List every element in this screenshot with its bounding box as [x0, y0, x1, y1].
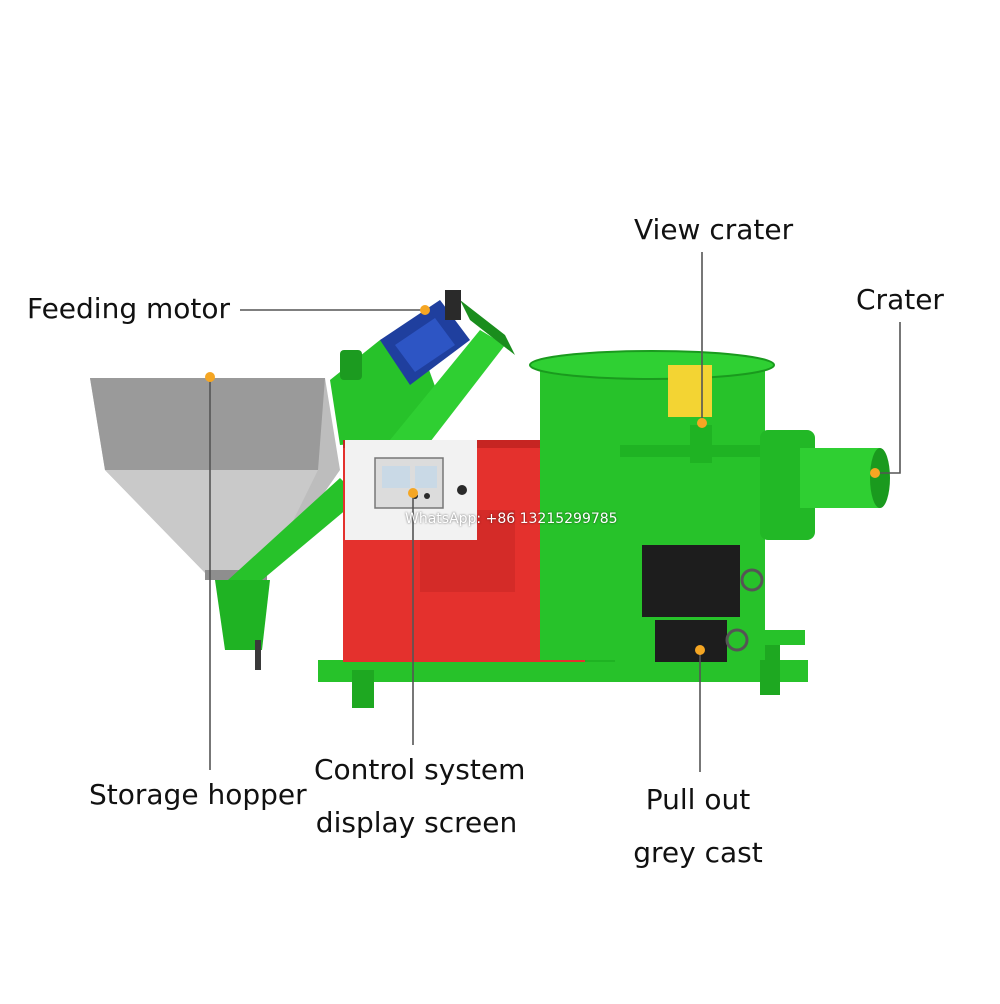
label-pull-out-line1: Pull out	[645, 783, 751, 816]
label-pull-out-line2: grey cast	[633, 836, 763, 869]
marker-feeding-motor	[420, 305, 430, 315]
feeding-motor-part	[380, 290, 470, 385]
label-control-line1: Control system	[314, 753, 526, 786]
view-crater-nozzle	[690, 425, 712, 463]
marker-crater	[870, 468, 880, 478]
label-feeding-motor: Feeding motor	[27, 292, 231, 325]
watermark: WhatsApp: +86 13215299785	[405, 511, 618, 527]
marker-view-crater	[697, 418, 707, 428]
crater-outlet	[760, 430, 890, 540]
base-frame	[318, 630, 808, 708]
label-control-line2: display screen	[315, 806, 518, 839]
label-control-system: Control system display screen	[314, 753, 526, 839]
lower-screw-feeder	[215, 478, 360, 670]
marker-storage-hopper	[205, 372, 215, 382]
label-pull-out: Pull out grey cast	[628, 786, 768, 867]
storage-hopper-part	[90, 378, 340, 580]
label-view-crater: View crater	[634, 213, 794, 246]
marker-control	[408, 488, 418, 498]
label-storage-hopper: Storage hopper	[89, 778, 307, 811]
leader-lines	[209, 252, 901, 772]
marker-pull-out	[695, 645, 705, 655]
label-crater: Crater	[856, 283, 944, 316]
marker-dots	[205, 305, 880, 655]
leader-crater	[875, 322, 901, 474]
furnace-doors	[642, 545, 764, 662]
